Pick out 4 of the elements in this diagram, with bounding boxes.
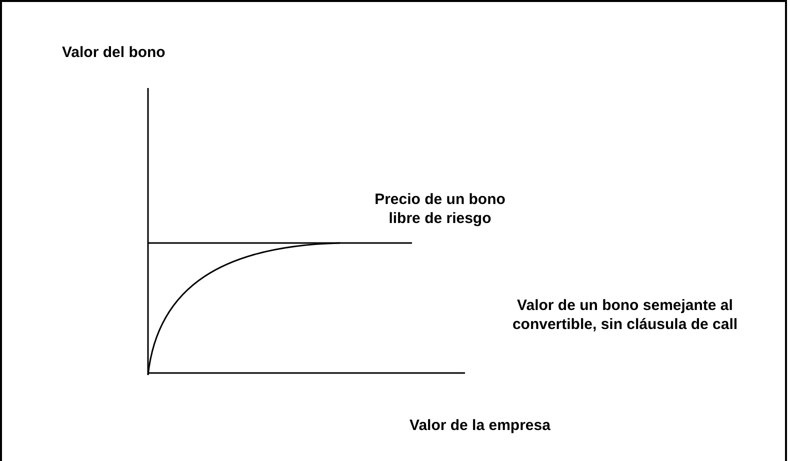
axis-label: Valor de la empresa (408, 416, 552, 435)
axis-label: Valor del bono (62, 43, 166, 62)
curve-label: Precio de un bono libre de riesgo (374, 190, 506, 228)
curve-label: Valor de un bono semejante al convertible, sin cláusula de call (511, 296, 739, 334)
